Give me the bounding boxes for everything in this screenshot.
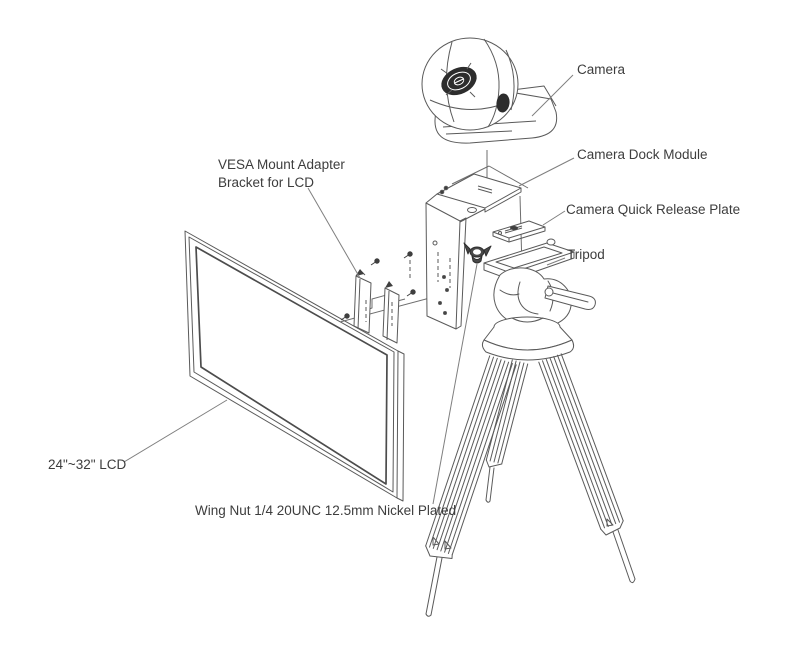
wing-nut-drawing (463, 242, 492, 264)
camera-drawing (421, 37, 558, 144)
camera-quick-release-plate-label: Camera Quick Release Plate (566, 202, 741, 217)
vesa-leader (307, 187, 361, 279)
wing-nut-leader (432, 263, 478, 505)
screw-icon (340, 251, 416, 321)
quick-release-leader (542, 210, 566, 226)
tripod-drawing (425, 238, 636, 617)
tripod-shoe (483, 238, 575, 281)
lcd-monitor-drawing (184, 230, 405, 502)
tripod-leg-right (538, 353, 636, 584)
vesa-bracket-drawing (339, 251, 457, 344)
lcd-leader (123, 399, 228, 463)
wing-nut-label: Wing Nut 1/4 20UNC 12.5mm Nickel Plated (195, 503, 457, 518)
camera-lens (441, 66, 477, 96)
vesa-bracket-label-line1: VESA Mount Adapter (218, 157, 345, 172)
tripod-leg-middle (485, 359, 529, 503)
camera-dock-module-drawing (425, 150, 529, 330)
camera-label: Camera (577, 62, 626, 77)
tripod-pan-handle (544, 285, 596, 310)
camera-leader (531, 74, 574, 117)
lcd-size-label: 24"~32" LCD (48, 457, 127, 472)
tripod-leg-left (425, 355, 517, 617)
dock-leader (518, 157, 575, 187)
vesa-bracket-label-line2: Bracket for LCD (218, 175, 315, 190)
camera-side-knob (496, 93, 510, 113)
leader-lines (123, 74, 575, 505)
vesa-bracket-label: VESA Mount Adapter Bracket for LCD (218, 156, 345, 192)
camera-dock-module-label: Camera Dock Module (577, 147, 708, 162)
tripod-label: Tripod (567, 247, 605, 262)
tripod-leader (546, 257, 566, 266)
